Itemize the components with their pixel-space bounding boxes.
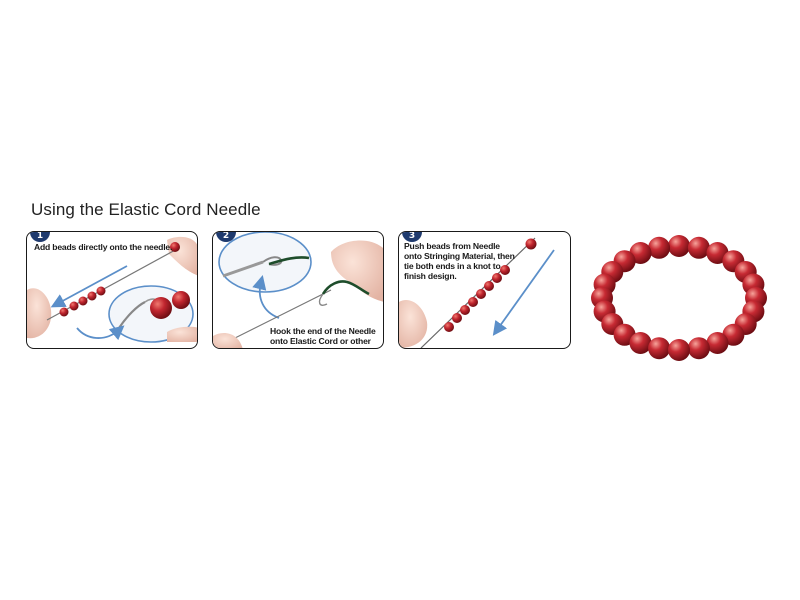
- needle-illustration: [222, 289, 332, 345]
- bead-illustration: [476, 289, 486, 299]
- bead-illustration: [468, 297, 478, 307]
- bead-illustration: [444, 322, 454, 332]
- bracelet-bead: [687, 337, 710, 360]
- step-2-caption: Hook the end of the Needle onto Elastic …: [270, 326, 376, 348]
- bracelet-bead: [648, 337, 671, 360]
- step-2-panel: 2 Hook the end of the Needle onto Elasti…: [212, 231, 384, 349]
- page-title: Using the Elastic Cord Needle: [31, 200, 261, 219]
- needle-illustration: [222, 260, 264, 278]
- bracelet-bead: [668, 235, 690, 257]
- arrow-illustration: [76, 325, 125, 341]
- step-2-illustration: [213, 232, 383, 348]
- bead-illustration: [69, 301, 79, 311]
- bead-illustration: [484, 281, 494, 291]
- arrow-illustration: [252, 275, 280, 319]
- step-2-badge: 2: [216, 232, 236, 242]
- bead-illustration: [59, 307, 69, 317]
- hand-illustration: [331, 240, 383, 302]
- bead-illustration: [87, 291, 97, 301]
- bead-illustration: [492, 273, 502, 283]
- bead-illustration: [170, 242, 180, 252]
- hand-illustration: [27, 288, 52, 339]
- step-3-badge: 3: [402, 232, 422, 242]
- bracelet-bead: [668, 339, 690, 361]
- bracelet-bead: [648, 236, 671, 259]
- arrow-illustration: [50, 265, 128, 308]
- magnifier-illustration: [218, 232, 312, 293]
- step-1-panel: 1 Add beads directly onto the needle.: [26, 231, 198, 349]
- step-1-illustration: [27, 236, 197, 343]
- step-3-illustration: [399, 237, 555, 348]
- cord-illustration: [321, 280, 370, 296]
- bead-illustration: [78, 296, 88, 306]
- bracelet-illustration: [591, 235, 767, 361]
- bracelet-bead: [629, 332, 652, 354]
- step-1-badge: 1: [30, 232, 50, 242]
- bracelet-bead: [706, 332, 729, 354]
- step-3-panel: 3 Push beads from Needle onto Stringing …: [398, 231, 571, 349]
- bead-illustration: [150, 297, 172, 319]
- step-1-caption: Add beads directly onto the needle.: [34, 242, 173, 252]
- hand-illustration: [399, 300, 428, 348]
- arrow-illustration: [492, 249, 555, 336]
- bead-illustration: [525, 238, 537, 250]
- needle-illustration: [46, 248, 178, 321]
- step-3-caption: Push beads from Needle onto Stringing Ma…: [404, 241, 515, 281]
- bead-illustration: [96, 286, 106, 296]
- bead-illustration: [500, 265, 510, 275]
- cord-illustration: [268, 256, 310, 266]
- bead-illustration: [452, 313, 462, 323]
- bead-illustration: [460, 305, 470, 315]
- bead-illustration: [172, 291, 190, 309]
- hand-illustration: [213, 333, 243, 348]
- bracelet-bead: [687, 236, 710, 259]
